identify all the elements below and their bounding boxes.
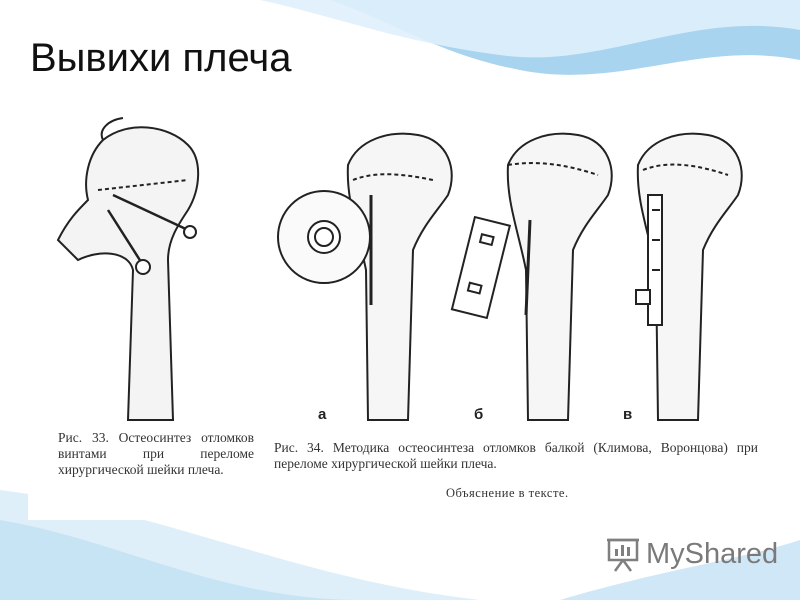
humerus-figure-34a (277, 132, 453, 421)
slide-title: Вывихи плеча (30, 36, 292, 80)
humerus-figure-34c (635, 132, 743, 421)
humerus-figure-33 (56, 117, 200, 421)
figure-34-caption: Рис. 34. Методика остеосинтеза отломков … (274, 440, 758, 471)
bone-illustrations (56, 117, 743, 421)
figure-33-caption: Рис. 33. Остеосинтез отломков винтами пр… (58, 430, 254, 477)
top-wave-light (260, 0, 800, 58)
panel-letter-c: в (623, 406, 633, 423)
logo-brand-text: MyShared (646, 537, 779, 570)
projector-screen-icon (607, 538, 639, 572)
panel-letter-a: а (318, 406, 327, 423)
figure-area: а б в Рис. 33. Остеосинтез отломков винт… (28, 100, 768, 520)
bottom-wave-right (560, 540, 800, 600)
humerus-figure-34b (450, 132, 613, 421)
figure-34-note: Объяснение в тексте. (446, 486, 569, 500)
myshared-logo: MyShared (606, 536, 778, 572)
panel-letter-b: б (474, 406, 484, 423)
